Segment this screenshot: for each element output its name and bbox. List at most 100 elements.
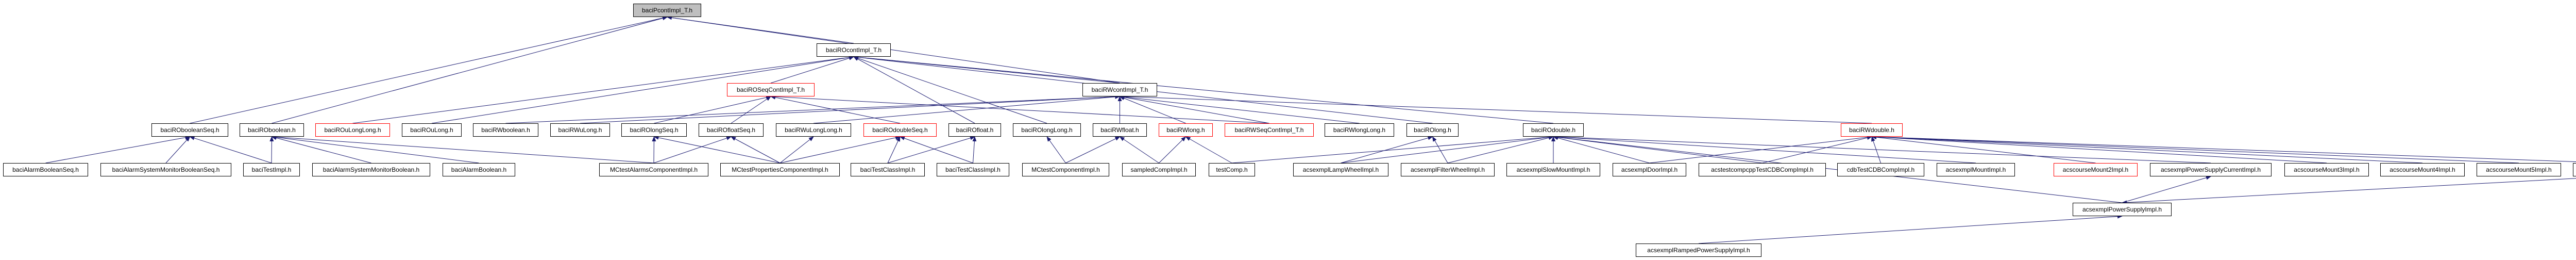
graph-node[interactable]: baciTestImpl.h — [243, 163, 300, 176]
graph-node[interactable]: acsexmplMountImpl.h — [1937, 163, 2015, 176]
include-edge — [1698, 214, 2123, 244]
graph-node[interactable]: baciROboolean.h — [240, 123, 304, 137]
include-edge — [271, 136, 371, 164]
graph-node[interactable]: baciROlong.h — [1406, 123, 1459, 137]
graph-node[interactable]: baciROSeqContImpl_T.h — [727, 83, 815, 96]
include-edge — [1871, 135, 2096, 164]
graph-node[interactable]: baciROuLongLong.h — [315, 123, 390, 137]
graph-node[interactable]: baciRWfloat.h — [1093, 123, 1147, 137]
graph-node[interactable]: baciTestClassImpl.h — [937, 163, 1009, 176]
include-edge — [352, 55, 854, 124]
include-edge — [1119, 94, 1872, 124]
include-edge — [1871, 135, 2327, 164]
graph-node[interactable]: sampledCompImpl.h — [1122, 163, 1196, 176]
include-edge — [779, 136, 901, 164]
include-edge — [770, 95, 901, 124]
graph-node[interactable]: baciRWdouble.h — [1841, 123, 1903, 137]
include-edge — [653, 136, 732, 164]
include-edge — [770, 94, 1269, 124]
graph-node[interactable]: baciROfloat.h — [948, 123, 1001, 137]
include-edge — [1119, 96, 1186, 124]
graph-node[interactable]: MCtestComponentImpl.h — [1022, 163, 1109, 176]
graph-node[interactable]: baciRWlongLong.h — [1325, 123, 1394, 137]
include-edge — [1871, 135, 2576, 162]
include-edge — [654, 95, 771, 124]
include-edge — [1871, 135, 2423, 164]
graph-node[interactable]: baciPcontImpl_T.h — [633, 4, 701, 17]
include-edge — [1341, 136, 1433, 164]
graph-node[interactable]: baciROfloatSeq.h — [699, 123, 764, 137]
graph-node[interactable]: baciROdouble.h — [1523, 123, 1584, 137]
include-edge — [1553, 135, 1976, 164]
include-edge — [1553, 136, 1650, 164]
graph-node[interactable]: acsexmplPowerSupplyCurrentImpl.h — [2150, 163, 2272, 176]
include-edge — [653, 135, 781, 164]
graph-node[interactable]: baciAlarmSystemMonitorBoolean.h — [312, 163, 430, 176]
include-edge — [1065, 136, 1121, 164]
include-edge — [505, 94, 1121, 124]
include-edge — [431, 55, 854, 124]
graph-node[interactable]: baciRWSeqContImpl_T.h — [1225, 123, 1314, 137]
graph-node[interactable]: acsexmplPowerSupplyImpl.h — [2073, 203, 2172, 216]
graph-node[interactable]: acscourseMount5Impl.h — [2477, 163, 2561, 176]
include-edge — [779, 136, 814, 164]
include-edge — [190, 16, 668, 124]
graph-node[interactable]: baciROlongLong.h — [1013, 123, 1081, 137]
include-edge — [1119, 95, 1269, 124]
include-edge — [2122, 178, 2576, 205]
graph-node[interactable]: acsexmplFridgeImpl.h — [2573, 163, 2576, 176]
graph-node[interactable]: baciAlarmBoolean.h — [443, 163, 515, 176]
graph-node[interactable]: acsexmplSlowMountImpl.h — [1506, 163, 1600, 176]
graph-node[interactable]: baciRObooleanSeq.h — [151, 123, 228, 137]
graph-node[interactable]: acscourseMount4Impl.h — [2380, 163, 2465, 176]
graph-node[interactable]: MCtestAlarmsComponentImpl.h — [599, 163, 708, 176]
include-edge — [731, 136, 781, 164]
include-edge — [1046, 136, 1066, 164]
graph-node[interactable]: cdbTestCDBCompImpl.h — [1837, 163, 1924, 176]
include-edge — [165, 136, 191, 164]
include-edge — [1553, 135, 2211, 164]
graph-node[interactable]: baciRWboolean.h — [473, 123, 538, 137]
include-edge — [972, 136, 977, 164]
graph-node[interactable]: baciROuLong.h — [402, 123, 462, 137]
graph-node[interactable]: baciRWlong.h — [1159, 123, 1213, 137]
include-edge — [1231, 135, 1554, 164]
graph-node[interactable]: baciRWuLongLong.h — [776, 123, 851, 137]
include-edge — [770, 56, 854, 84]
graph-node[interactable]: acscourseMount2Impl.h — [2054, 163, 2138, 176]
include-edge — [271, 135, 479, 164]
include-edge — [1553, 135, 1762, 164]
graph-node[interactable]: testComp.h — [1209, 163, 1255, 176]
include-edge — [853, 56, 975, 124]
include-edge — [1159, 136, 1187, 164]
include-edge — [887, 136, 975, 164]
include-edge — [1185, 136, 1232, 164]
include-edge — [2122, 175, 2211, 203]
include-edge — [189, 136, 272, 164]
graph-node[interactable]: acscourseMount3Impl.h — [2284, 163, 2369, 176]
graph-node[interactable]: acsexmplLampWheelImpl.h — [1293, 163, 1388, 176]
include-edge — [1432, 136, 1448, 164]
graph-node[interactable]: baciAlarmBooleanSeq.h — [3, 163, 88, 176]
graph-node[interactable]: MCtestPropertiesComponentImpl.h — [720, 163, 840, 176]
include-edge — [45, 135, 191, 164]
graph-node[interactable]: acstestcompcppTestCDBCompImpl.h — [1699, 163, 1826, 176]
include-edge — [1762, 136, 1872, 164]
graph-node[interactable]: acsexmplFilterWheelImpl.h — [1401, 163, 1495, 176]
include-edge — [853, 56, 1047, 124]
graph-node[interactable]: baciROlongSeq.h — [621, 123, 687, 137]
graph-node[interactable]: baciRWuLong.h — [550, 123, 610, 137]
graph-node[interactable]: baciAlarmSystemMonitorBooleanSeq.h — [100, 163, 231, 176]
include-edge — [887, 136, 901, 164]
include-edge — [271, 135, 654, 164]
include-edge — [853, 55, 1554, 124]
graph-node[interactable]: acsexmplRampedPowerSupplyImpl.h — [1636, 243, 1761, 257]
graph-node[interactable]: baciROdoubleSeq.h — [863, 123, 937, 137]
graph-node[interactable]: acsexmplDoorImpl.h — [1613, 163, 1686, 176]
include-edge — [1119, 95, 1360, 124]
graph-node[interactable]: baciTestClassImpl.h — [851, 163, 925, 176]
graph-node[interactable]: baciRWcontImpl_T.h — [1082, 83, 1157, 96]
graph-node[interactable]: baciROcontImpl_T.h — [817, 43, 891, 57]
include-edge — [1447, 136, 1554, 164]
